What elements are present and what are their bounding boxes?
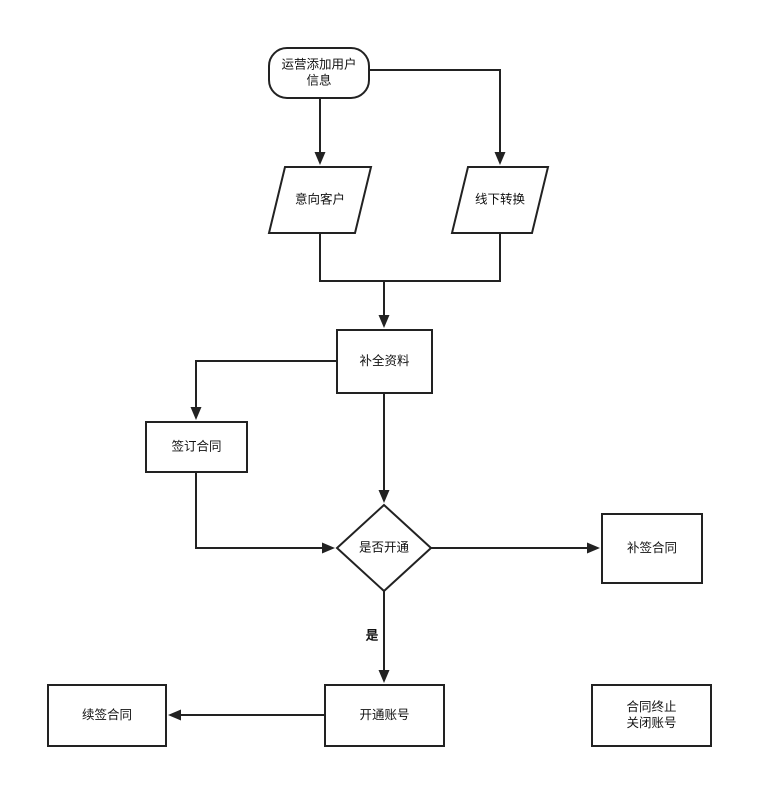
edge-sign_contract-to-open_decision — [378, 393, 390, 503]
edge-labels-layer: 是 — [365, 628, 379, 643]
edge-offline_convert-to-complete_info — [384, 233, 501, 282]
node-label: 续签合同 — [82, 707, 132, 722]
node-label: 是否开通 — [359, 540, 410, 555]
node-offline-convert: 线下转换 — [450, 166, 550, 234]
process-box-shape — [591, 684, 712, 747]
arrowhead — [314, 152, 326, 165]
arrowhead — [190, 407, 202, 420]
edge-complete_info-to-open_decision — [190, 360, 337, 420]
edge-line — [384, 233, 501, 282]
node-sign-contract: 签订合同 — [145, 421, 248, 473]
arrowhead — [322, 542, 335, 554]
arrowhead — [378, 490, 390, 503]
edge-complete_info-to-sign_contract — [378, 281, 390, 328]
process-box-shape — [324, 684, 445, 747]
arrowhead — [587, 542, 600, 554]
node-complete-info: 补全资料 — [336, 329, 433, 394]
parallelogram-shape — [267, 166, 373, 234]
edge-open_decision-to-open_account — [431, 542, 600, 554]
process-box-shape — [47, 684, 167, 747]
edge-line — [369, 69, 501, 155]
edge-label-open_decision-to-open_account: 是 — [365, 628, 379, 643]
node-label: 意向客户 — [295, 192, 345, 207]
node-supplement-contract: 补签合同 — [601, 513, 703, 584]
node-intent-customer: 意向客户 — [267, 166, 373, 234]
node-label: 线下转换 — [475, 192, 526, 207]
edge-add_user-to-offline_convert — [369, 69, 506, 165]
edge-open_decision-to-supplement_contract — [195, 472, 335, 554]
edge-add_user-to-intent_customer — [314, 98, 326, 165]
arrowhead — [378, 670, 390, 683]
decision-diamond-shape — [335, 503, 433, 593]
terminator-shape — [268, 47, 370, 99]
node-label: 信息 — [306, 73, 331, 88]
node-renew-contract: 续签合同 — [47, 684, 167, 747]
edge-line — [195, 360, 337, 410]
parallelogram-shape — [450, 166, 550, 234]
process-box-shape — [145, 421, 248, 473]
edge-line — [195, 472, 325, 549]
node-label: 运营添加用户 — [281, 57, 356, 72]
node-label: 关闭账号 — [626, 715, 676, 730]
node-label: 签订合同 — [171, 439, 221, 454]
node-open-decision: 是否开通 — [335, 503, 433, 593]
edge-open_account-to-renew_contract — [378, 591, 390, 683]
node-label: 补签合同 — [627, 540, 677, 555]
edges-layer — [168, 69, 600, 721]
edge-open_account-to-contract_end — [168, 709, 325, 721]
process-box-shape — [601, 513, 703, 584]
process-box-shape — [336, 329, 433, 394]
node-label: 补全资料 — [359, 353, 410, 368]
node-label: 合同终止 — [626, 699, 676, 714]
arrowhead — [494, 152, 506, 165]
node-label: 开通账号 — [359, 707, 409, 722]
node-open-account: 开通账号 — [324, 684, 445, 747]
edge-line — [319, 233, 384, 282]
edge-intent_customer-to-complete_info — [319, 233, 384, 282]
arrowhead — [378, 315, 390, 328]
arrowhead — [168, 709, 181, 721]
